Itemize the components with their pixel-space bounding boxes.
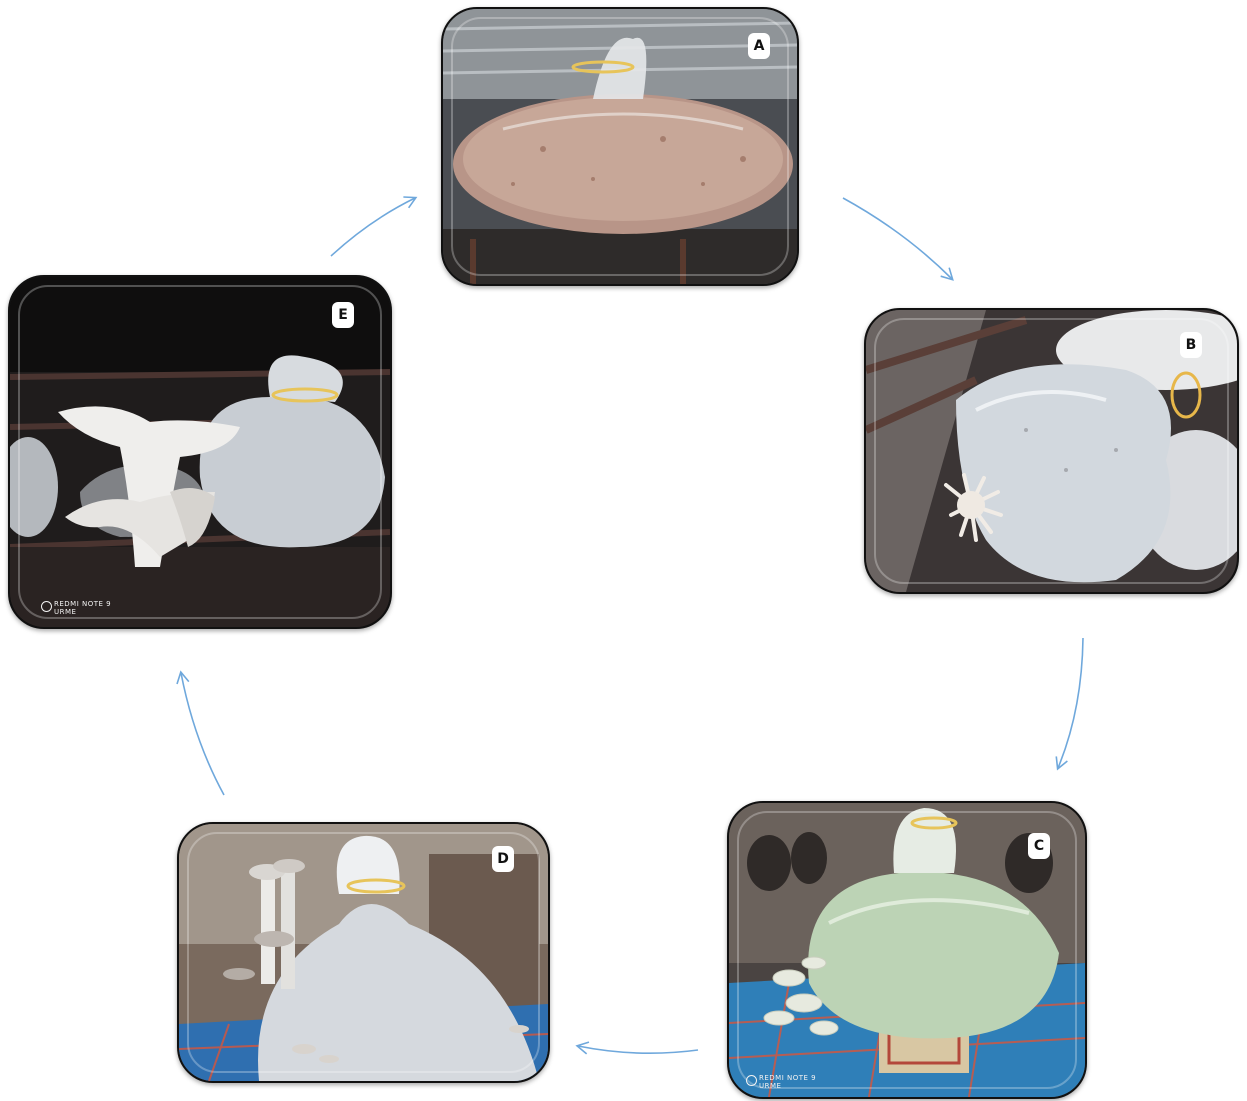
panel-e: E REDMI NOTE 9 URME <box>8 275 392 629</box>
camera-watermark: REDMI NOTE 9 URME <box>54 600 111 616</box>
camera-icon <box>746 1075 757 1086</box>
arrow-b-to-c <box>1058 638 1083 768</box>
watermark-credit: URME <box>759 1082 816 1090</box>
camera-watermark: REDMI NOTE 9 URME <box>759 1074 816 1090</box>
photo-e-mature-mushrooms <box>10 277 390 627</box>
arrow-a-to-b <box>843 198 952 279</box>
photo-a-spawned-bag <box>443 9 797 284</box>
arrow-d-to-e <box>181 673 224 795</box>
panel-c: C REDMI NOTE 9 URME <box>727 801 1087 1099</box>
panel-label-b: B <box>1180 332 1202 358</box>
watermark-model: REDMI NOTE 9 <box>759 1074 816 1082</box>
panel-d: D <box>177 822 550 1083</box>
watermark-credit: URME <box>54 608 111 616</box>
panel-label-c: C <box>1028 833 1050 859</box>
arrow-e-to-a <box>331 198 415 256</box>
panel-label-a: A <box>748 33 770 59</box>
panel-label-d: D <box>492 846 514 872</box>
panel-b: B <box>864 308 1239 594</box>
arrow-c-to-d <box>578 1046 698 1053</box>
panel-label-e: E <box>332 302 354 328</box>
watermark-model: REDMI NOTE 9 <box>54 600 111 608</box>
panel-a: A <box>441 7 799 286</box>
camera-icon <box>41 601 52 612</box>
